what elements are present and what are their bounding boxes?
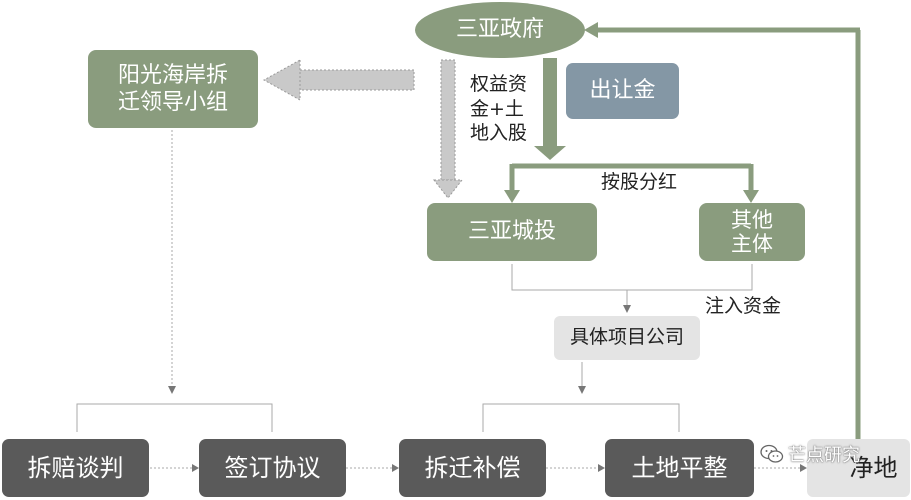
dividend-bracket [504, 163, 759, 203]
watermark-text: 芒点研究 [788, 445, 860, 466]
transfer-fee-label: 出让金 [589, 78, 656, 104]
sign-agreement-label: 签订协议 [224, 454, 321, 482]
compensation-node: 拆迁补偿 [399, 439, 546, 497]
sanya-government-label: 三亚政府 [455, 17, 544, 43]
dotted-arrow-gov-to-chengtou [432, 59, 464, 199]
net-land-label: 净地 [849, 454, 898, 482]
other-entity-node: 其他 主体 [699, 203, 805, 261]
leading-group-node: 阳光海岸拆 迁领导小组 [88, 50, 258, 128]
sanya-chengtou-node: 三亚城投 [427, 203, 597, 261]
other-entity-label: 其他 主体 [731, 207, 773, 256]
leading-group-label: 阳光海岸拆 迁领导小组 [117, 62, 228, 116]
land-leveling-label: 土地平整 [631, 454, 728, 482]
project-company-node: 具体项目公司 [554, 316, 700, 360]
negotiation-label: 拆赔谈判 [27, 454, 124, 482]
net-land-node: 净地 [807, 439, 910, 497]
small-arrowheads [168, 305, 807, 472]
capital-injection-label: 注入资金 [705, 295, 782, 317]
project-company-label: 具体项目公司 [569, 326, 684, 349]
dotted-arrow-gov-to-group [262, 59, 415, 101]
sanya-government-node: 三亚政府 [415, 2, 585, 58]
sanya-chengtou-label: 三亚城投 [467, 219, 556, 245]
sign-agreement-node: 签订协议 [199, 439, 346, 497]
wechat-icon [760, 444, 784, 463]
equity-land-label: 权益资 金+土 地入股 [470, 73, 528, 145]
land-leveling-node: 土地平整 [605, 439, 754, 497]
dividend-label: 按股分红 [601, 171, 678, 193]
return-arrow [584, 22, 861, 441]
thin-connectors [76, 130, 800, 469]
negotiation-node: 拆赔谈判 [2, 439, 149, 497]
equity-arrow [534, 58, 566, 160]
transfer-fee-node: 出让金 [566, 63, 679, 119]
watermark: 芒点研究 [760, 441, 860, 467]
compensation-label: 拆迁补偿 [424, 454, 521, 482]
